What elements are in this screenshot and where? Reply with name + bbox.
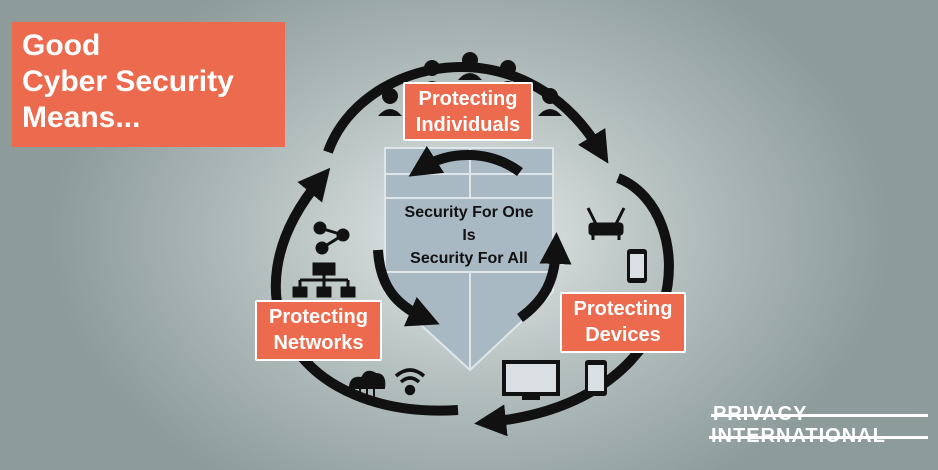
title-line: Means... (22, 101, 141, 134)
privacy-international-logo: PRIVACY INTERNATIONAL (709, 403, 928, 447)
arrow-top (323, 62, 609, 164)
logo-line: PRIVACY (711, 403, 928, 425)
network-node-icon (313, 221, 350, 255)
label-protecting-individuals: Protecting Individuals (403, 82, 533, 141)
title-line: Cyber Security (22, 65, 234, 98)
org-chart-icon (292, 262, 356, 298)
label-line: Protecting (418, 88, 518, 110)
label-line: Protecting (573, 298, 673, 320)
inner-arrow-left (373, 249, 440, 327)
cloud-icon (348, 370, 386, 398)
center-statement: Security For One Is Security For All (388, 201, 550, 270)
inner-arrow-right (517, 232, 572, 323)
inner-arrow-top (408, 145, 523, 177)
center-line: Security For All (410, 250, 528, 267)
label-protecting-devices: Protecting Devices (560, 292, 686, 353)
center-line: Is (462, 227, 476, 244)
label-line: Networks (273, 332, 364, 354)
phone-icon (585, 360, 607, 396)
title-box: Good Cyber Security Means... (12, 22, 285, 147)
title-line: Good (22, 29, 101, 62)
label-line: Individuals (415, 114, 521, 136)
phone-icon (627, 249, 647, 283)
center-line: Security For One (404, 204, 534, 221)
router-icon (586, 207, 626, 240)
wifi-icon (394, 368, 426, 396)
label-protecting-networks: Protecting Networks (255, 300, 382, 361)
monitor-icon (502, 360, 560, 400)
logo-line: INTERNATIONAL (709, 425, 928, 447)
label-line: Devices (585, 324, 661, 346)
label-line: Protecting (269, 306, 368, 328)
